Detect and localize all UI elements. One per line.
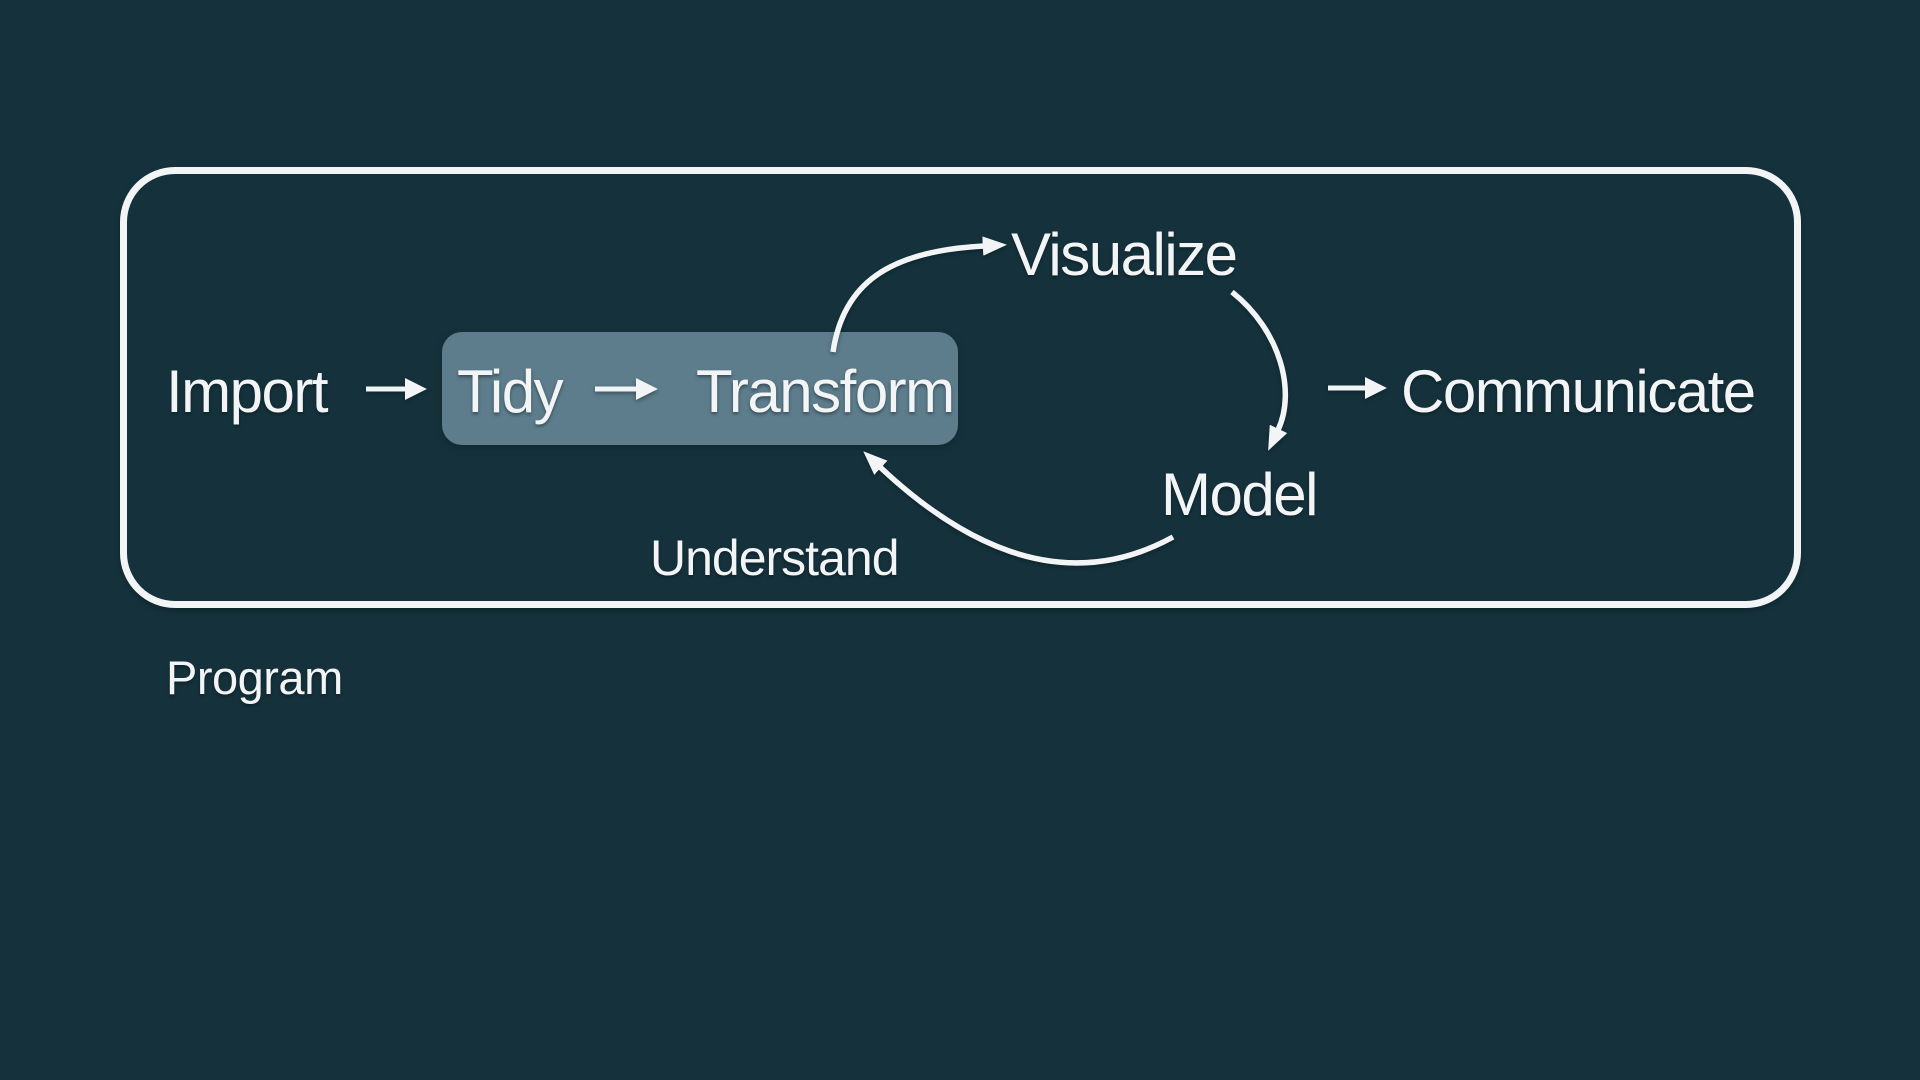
group-label-understand: Understand — [650, 530, 899, 586]
node-model: Model — [1161, 461, 1318, 528]
program-outline-frame — [120, 167, 1801, 608]
node-import: Import — [166, 358, 329, 425]
node-communicate: Communicate — [1401, 358, 1756, 425]
group-label-program: Program — [166, 651, 343, 704]
node-tidy: Tidy — [457, 358, 564, 425]
node-visualize: Visualize — [1011, 221, 1238, 288]
node-transform: Transform — [696, 358, 955, 425]
